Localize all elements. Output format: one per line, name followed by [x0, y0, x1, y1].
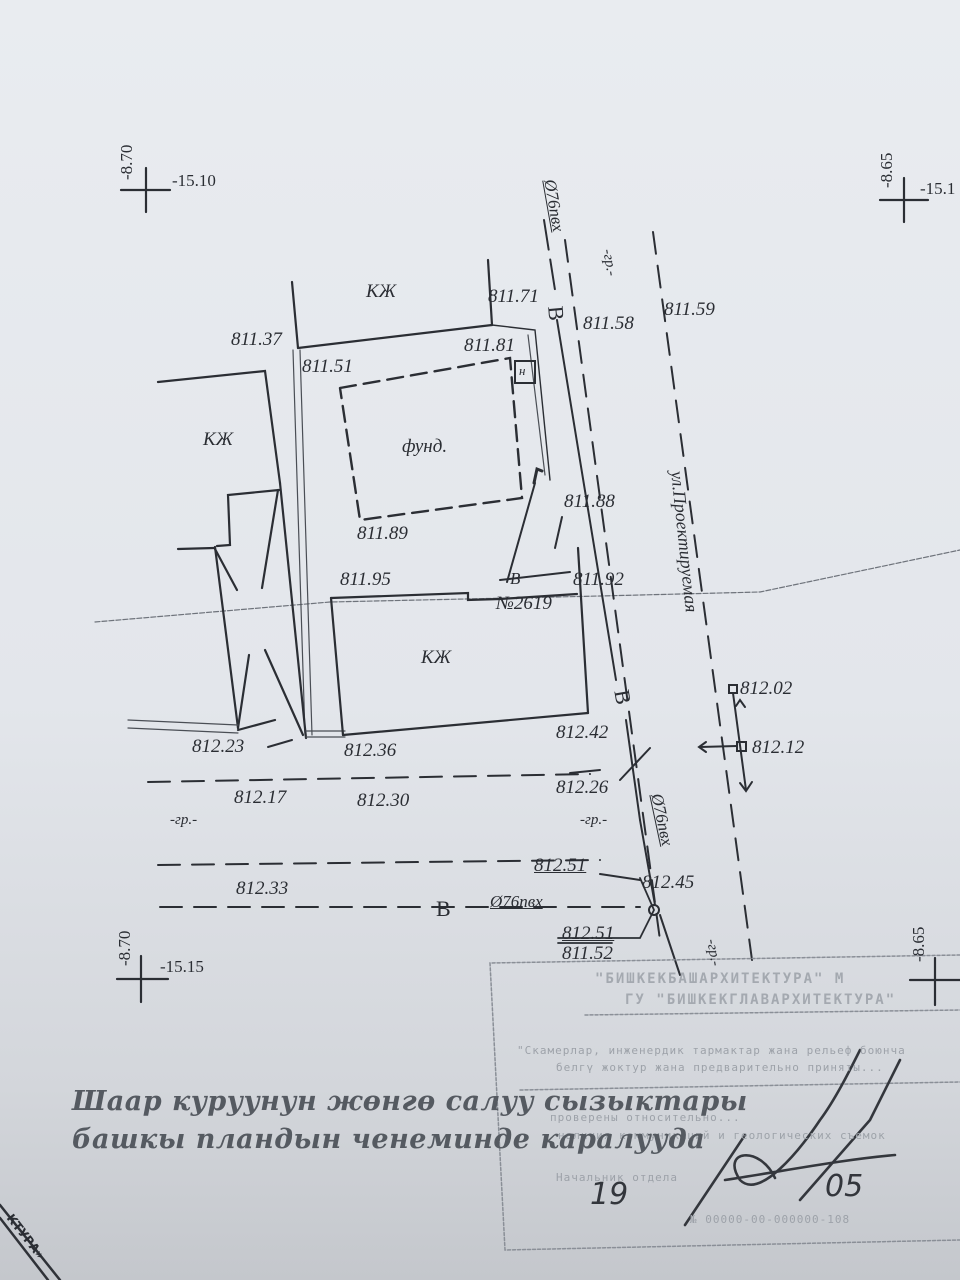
approval-stamp-frame [489, 954, 960, 1251]
elevation: 812.30 [357, 790, 410, 811]
water-main-east [543, 219, 656, 906]
stamp-body-line2: белгү жоктур жана предварительно приняты… [556, 1061, 884, 1074]
elevation: 812.17 [234, 787, 287, 808]
zone-label-kzh-top: КЖ [366, 281, 397, 302]
zone-label-foundation: фунд. [402, 436, 448, 457]
grid-x-bottom-left: -8.70 [115, 930, 134, 966]
grid-y-top-left: -15.10 [172, 171, 216, 190]
elevation: 812.42 [556, 722, 609, 743]
note-line1: Шаар куруунун жөнгө салуу сызыктары [72, 1086, 748, 1117]
boundary-dashed-south [147, 773, 641, 908]
building-kzh-left [156, 369, 308, 740]
water-pipe-label-bottom: Ø76пвх [490, 892, 543, 911]
water-symbol-bottom: В [436, 896, 451, 921]
water-symbol-branch: В [510, 569, 521, 588]
zone-label-kzh-bottom: КЖ [421, 647, 452, 668]
grid-x-bottom-right: -8.65 [909, 926, 928, 962]
grid-cross-bottom-right [908, 956, 960, 1007]
elevation: 811.59 [664, 299, 715, 320]
boundary-label-left: -гр.- [170, 812, 198, 828]
elevation-well-bottom: 811.52 [562, 943, 613, 964]
elevation: 812.26 [556, 777, 609, 798]
grid-x-top-left: -8.70 [117, 144, 136, 180]
corner-stamp-border [0, 1203, 62, 1280]
grid-y-bottom-left: -15.15 [160, 957, 204, 976]
elevation-well-top: 812.51 [562, 923, 615, 944]
elevation: 811.58 [583, 313, 634, 334]
stamp-date-day: 19 [590, 1177, 629, 1212]
elevation: 811.92 [573, 569, 624, 590]
boundary-dashed-east [564, 231, 753, 961]
stamp-body-line1: "Скамерлар, инженердик тармактар жана ре… [517, 1044, 906, 1057]
elevation: 812.36 [344, 740, 397, 761]
boundary-label-right: -гр.- [580, 812, 608, 828]
elevation: 811.89 [357, 523, 408, 544]
elevation: 812.45 [642, 872, 695, 893]
stamp-reg-number: № 00000-00-000000-108 [690, 1213, 851, 1226]
water-branch [499, 466, 571, 583]
water-symbol-top: В [543, 304, 570, 322]
grid-y-top-right: -15.1 [920, 179, 956, 198]
stamp-org-line1: "БИШКЕКБАШАРХИТЕКТУРА" М [595, 971, 846, 987]
hydrant-label: н [519, 363, 526, 378]
water-well [648, 904, 660, 916]
elevation: 812.23 [192, 736, 245, 757]
grid-cross-top-left [119, 166, 172, 214]
hydrant-box [514, 360, 536, 384]
elevation: 811.81 [464, 335, 515, 356]
grid-cross-bottom-left [115, 954, 170, 1004]
grid-cross-top-right [878, 176, 930, 224]
stamp-org-line2: ГУ "БИШКЕКГЛАВАРХИТЕКТУРА" [625, 992, 897, 1008]
foundation-outline [338, 356, 524, 522]
stamp-date-year: 05 [825, 1169, 864, 1204]
elevation: 812.51 [534, 855, 587, 876]
plot-number: №2619 [496, 593, 552, 614]
elevation: 812.33 [236, 878, 289, 899]
stamp-body-line4: наличия коммуникаций и геологических съе… [558, 1129, 886, 1142]
zone-label-kzh-left: КЖ [203, 429, 234, 450]
elevation: 812.12 [752, 737, 805, 758]
fence-left [292, 334, 546, 736]
elevation: 811.51 [302, 356, 353, 377]
building-kzh-top [290, 258, 551, 481]
building-kzh-bottom [329, 546, 590, 737]
note-line2: башкы пландын ченеминде каралууда [72, 1124, 706, 1155]
grid-x-top-right: -8.65 [877, 152, 896, 188]
elevation: 811.95 [340, 569, 391, 590]
elevation: 812.02 [740, 678, 793, 699]
survey-markers [697, 684, 753, 793]
signature [683, 1048, 902, 1227]
stamp-role-label: Начальник отдела [556, 1171, 678, 1184]
elevation: 811.37 [231, 329, 282, 350]
elevation: 811.71 [488, 286, 539, 307]
elevation: 811.88 [564, 491, 615, 512]
stamp-body-line3: проверены относительно... [550, 1111, 741, 1124]
